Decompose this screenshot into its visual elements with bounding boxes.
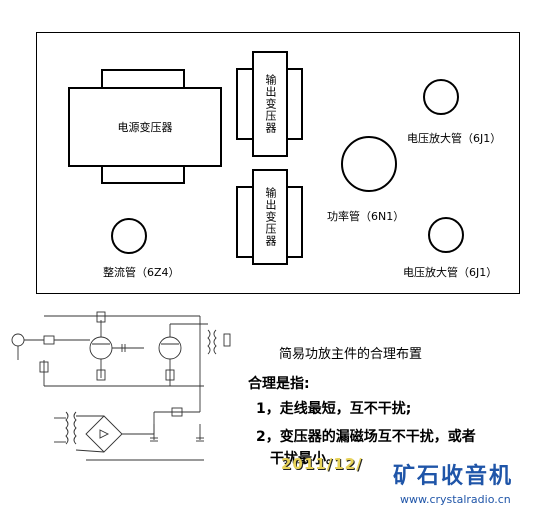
bridge-rectifier-icon: [85, 415, 123, 453]
schematic-power-transformer-icon: [65, 411, 69, 445]
caption-point-1: 1，走线最短，互不干扰;: [256, 401, 412, 417]
output-transformer-top-label: 输出变压器: [264, 74, 277, 134]
rectifier-label: 整流管（6Z4）: [103, 266, 180, 279]
rectifier-tube: [111, 218, 147, 254]
power-transformer-winding: 电源变压器: [68, 87, 222, 167]
caption-point-2-continued: 干扰最小。: [270, 451, 340, 467]
power-transformer-label: 电源变压器: [117, 121, 173, 134]
url-watermark: www.crystalradio.cn: [400, 493, 511, 506]
brand-watermark: 矿石收音机: [393, 464, 514, 489]
caption-point-2: 2，变压器的漏磁场互不干扰，或者: [256, 429, 476, 445]
date-stamp: 2011/12/: [281, 455, 363, 473]
power-tube: [341, 136, 397, 192]
schematic-tube-1-icon: [89, 336, 113, 360]
output-transformer-bottom-winding: 输出变压器: [252, 169, 288, 265]
schematic-tube-2-icon: [158, 336, 182, 360]
output-transformer-bottom-label: 输出变压器: [264, 187, 277, 247]
voltage-amp-top-label: 电压放大管（6J1）: [407, 132, 502, 145]
input-jack-icon: [11, 333, 25, 347]
voltage-amp-bottom-tube: [428, 217, 464, 253]
amplifier-schematic: [11, 311, 231, 461]
layout-frame: [36, 32, 520, 294]
caption-lead: 合理是指:: [248, 376, 310, 392]
output-transformer-top-winding: 输出变压器: [252, 51, 288, 157]
power-tube-label: 功率管（6N1）: [327, 210, 405, 223]
voltage-amp-bottom-label: 电压放大管（6J1）: [403, 266, 498, 279]
caption-title: 简易功放主件的合理布置: [279, 347, 423, 362]
voltage-amp-top-tube: [423, 79, 459, 115]
speaker-icon: [223, 333, 231, 347]
